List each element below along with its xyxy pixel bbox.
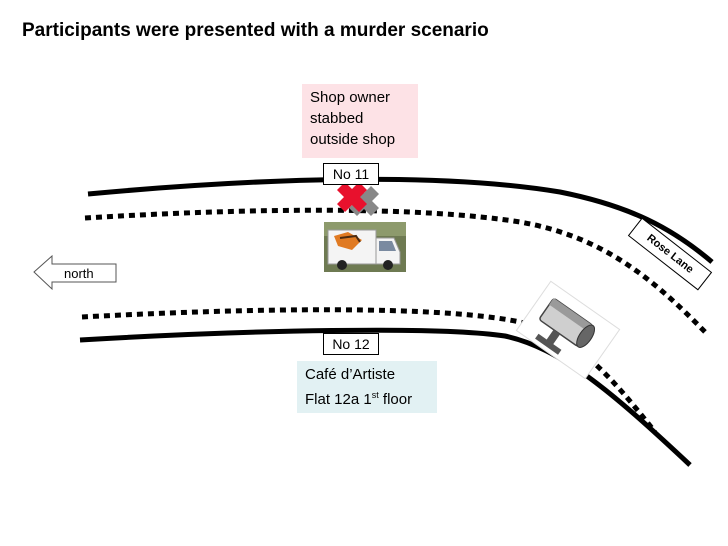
house-label-no11: No 11	[323, 163, 379, 185]
cafe-flat: Flat 12a 1st floor	[305, 385, 429, 410]
crime-note-line-3: outside shop	[310, 129, 410, 150]
cctv-camera-icon	[516, 281, 619, 378]
crime-note-line-2: stabbed	[310, 108, 410, 129]
crime-note-line-1: Shop owner	[310, 87, 410, 108]
crime-note: Shop owner stabbed outside shop	[302, 84, 418, 158]
cafe-flat-prefix: Flat 12a 1	[305, 391, 372, 408]
cafe-flat-suffix: floor	[379, 391, 412, 408]
cafe-name: Café d’Artiste	[305, 364, 429, 385]
north-label: north	[64, 266, 94, 282]
house-label-no12: No 12	[323, 333, 379, 355]
van-icon	[324, 222, 406, 272]
cafe-note: Café d’Artiste Flat 12a 1st floor	[297, 361, 437, 413]
page-title: Participants were presented with a murde…	[22, 20, 489, 42]
cafe-flat-sup: st	[372, 390, 379, 400]
